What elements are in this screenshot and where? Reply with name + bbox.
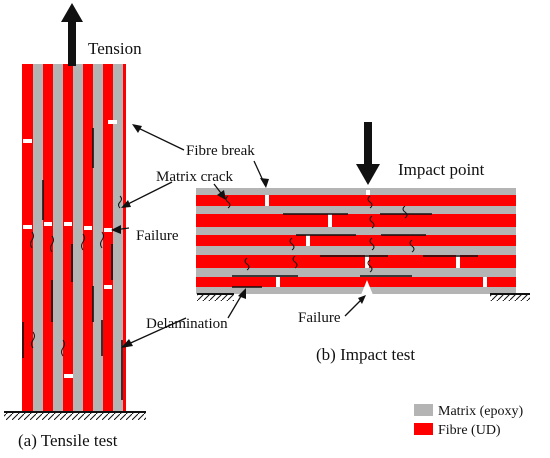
matrix-crack-label: Matrix crack xyxy=(156,169,234,185)
legend-label-matrix: Matrix (epoxy) xyxy=(438,404,523,419)
fibre-break-label: Fibre break xyxy=(186,143,255,159)
impact-supports xyxy=(197,293,530,301)
impact-matrix-cracks xyxy=(225,195,415,273)
tensile-ground xyxy=(4,411,146,420)
legend-label-fibre: Fibre (UD) xyxy=(438,423,501,438)
impact-point-label: Impact point xyxy=(398,160,485,179)
tensile-test-caption: (a) Tensile test xyxy=(18,431,118,450)
failure-tensile-label: Failure xyxy=(136,228,179,244)
impact-specimen xyxy=(196,188,516,294)
tensile-fibre-breaks xyxy=(23,120,117,378)
impact-failure-notch xyxy=(361,280,373,295)
callout-arrows xyxy=(111,124,366,348)
tensile-delamination-lines xyxy=(22,128,123,400)
legend-swatch-matrix xyxy=(414,404,433,416)
impact-arrow-icon xyxy=(356,122,380,185)
tension-arrow-icon xyxy=(61,3,83,66)
failure-impact-label: Failure xyxy=(298,310,341,326)
impact-fibre-breaks xyxy=(265,190,487,287)
legend: Matrix (epoxy) Fibre (UD) xyxy=(414,404,523,438)
impact-delamination-lines xyxy=(232,213,478,288)
tension-label: Tension xyxy=(88,39,142,58)
tensile-specimen xyxy=(22,64,126,412)
impact-test-caption: (b) Impact test xyxy=(316,345,415,364)
legend-swatch-fibre xyxy=(414,423,433,435)
delamination-label: Delamination xyxy=(146,316,228,332)
tensile-matrix-cracks xyxy=(30,195,122,357)
